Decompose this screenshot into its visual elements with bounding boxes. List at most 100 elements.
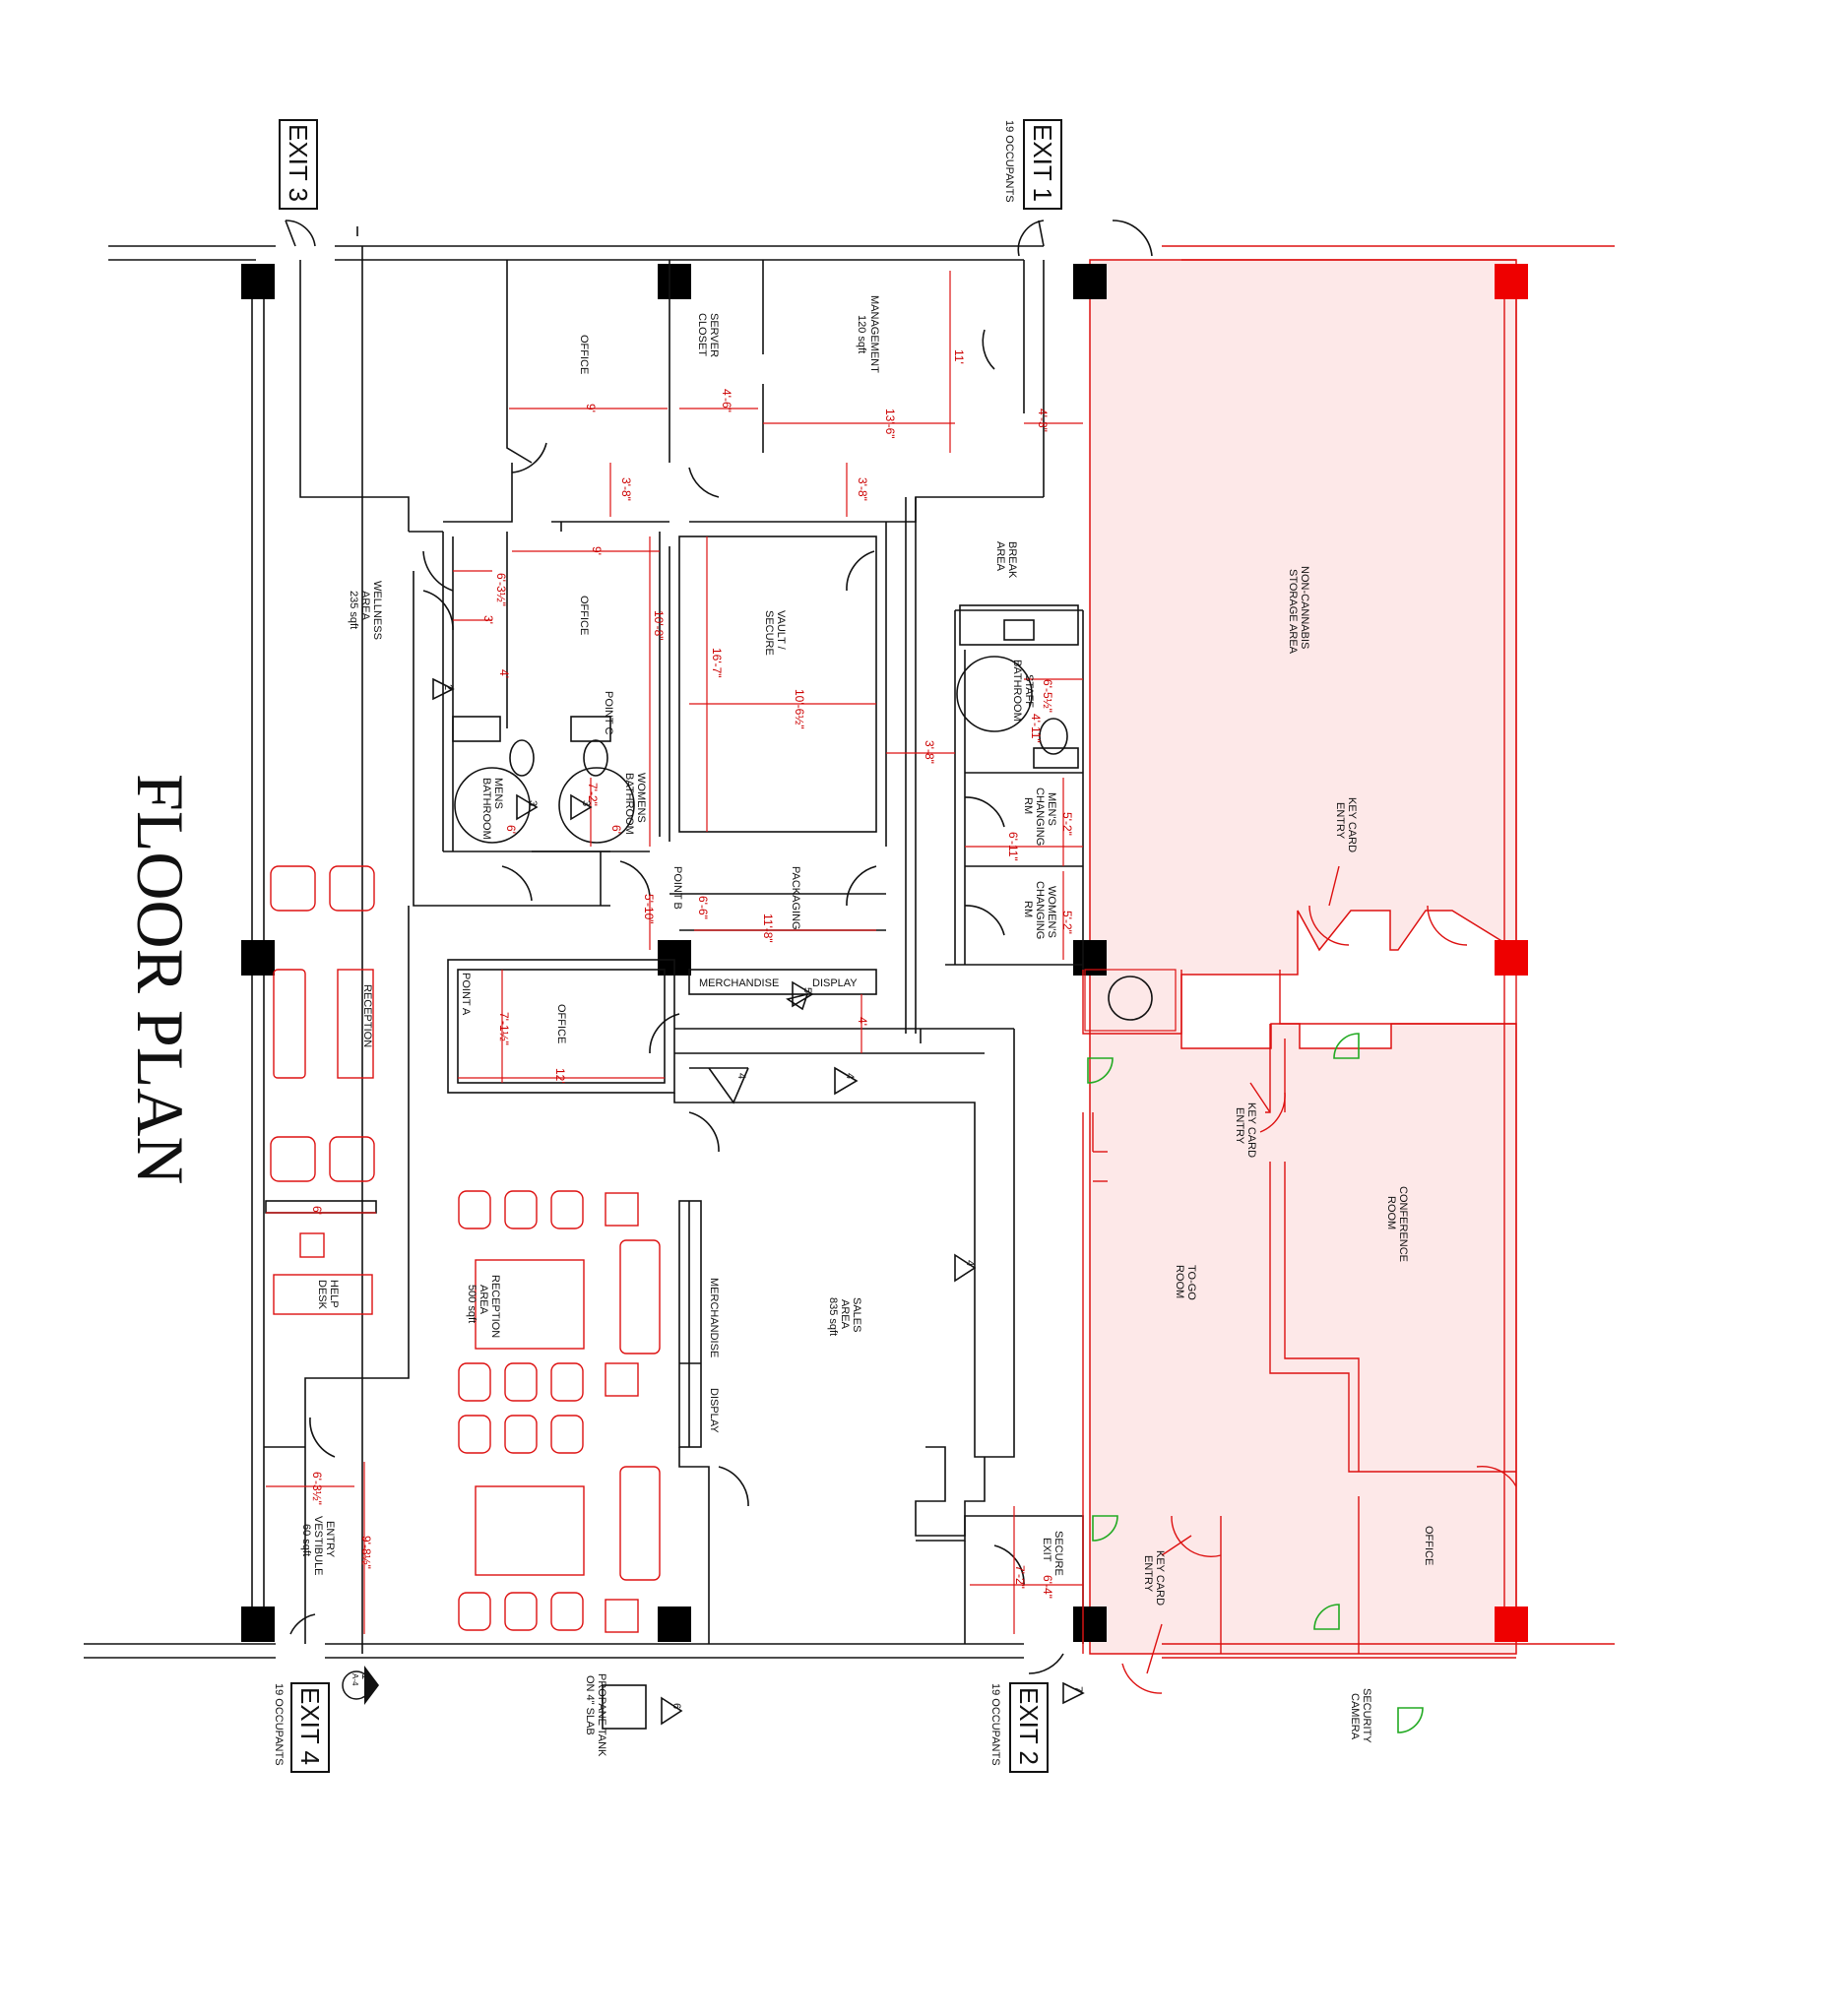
svg-text:3': 3' bbox=[481, 615, 495, 624]
exit-1: EXIT 1 19 OCCUPANTS bbox=[1003, 119, 1062, 210]
office-top-label: OFFICE bbox=[578, 335, 590, 374]
svg-text:6: 6 bbox=[670, 1703, 682, 1709]
svg-text:235 sqft: 235 sqft bbox=[348, 591, 359, 629]
svg-text:4'-3": 4'-3" bbox=[1036, 409, 1050, 432]
svg-text:MEN'S: MEN'S bbox=[1046, 792, 1057, 826]
svg-text:3: 3 bbox=[527, 800, 539, 806]
svg-text:BATHROOM: BATHROOM bbox=[1011, 660, 1023, 722]
svg-text:CHANGING: CHANGING bbox=[1034, 788, 1046, 846]
svg-text:WOMEN'S: WOMEN'S bbox=[1046, 886, 1057, 938]
svg-text:AREA: AREA bbox=[994, 541, 1006, 572]
svg-text:7'-2": 7'-2" bbox=[586, 783, 600, 806]
svg-text:KEY CARD: KEY CARD bbox=[1154, 1550, 1166, 1606]
exit-2: EXIT 2 19 OCCUPANTS bbox=[989, 1682, 1049, 1773]
room-labels: OFFICE SERVER CLOSET MANAGEMENT 120 sqft… bbox=[300, 295, 1434, 1757]
section-marker-icon bbox=[342, 1666, 379, 1705]
merchandise-display-top bbox=[688, 969, 877, 995]
svg-text:KEY CARD: KEY CARD bbox=[1346, 797, 1358, 852]
svg-text:HELP: HELP bbox=[328, 1280, 340, 1308]
svg-text:SECURITY: SECURITY bbox=[1361, 1688, 1372, 1743]
svg-text:9': 9' bbox=[590, 546, 604, 555]
svg-text:6'-3½": 6'-3½" bbox=[494, 573, 508, 606]
svg-text:3'-8": 3'-8" bbox=[923, 740, 936, 764]
svg-text:11': 11' bbox=[952, 349, 966, 364]
svg-text:13'-6": 13'-6" bbox=[883, 409, 897, 439]
svg-text:6'-11": 6'-11" bbox=[1006, 832, 1020, 861]
svg-text:EXIT 4: EXIT 4 bbox=[295, 1687, 325, 1765]
svg-text:5'-10": 5'-10" bbox=[642, 894, 656, 924]
svg-text:EXIT 2: EXIT 2 bbox=[1014, 1687, 1044, 1765]
propane-tank bbox=[602, 1684, 647, 1730]
svg-text:VAULT /: VAULT / bbox=[775, 610, 787, 651]
svg-text:POINT C: POINT C bbox=[603, 691, 614, 734]
svg-text:MENS: MENS bbox=[492, 778, 504, 809]
merchandise-display-side bbox=[678, 1200, 702, 1448]
svg-text:MERCHANDISE: MERCHANDISE bbox=[708, 1278, 720, 1357]
svg-text:OFFICE: OFFICE bbox=[1423, 1526, 1434, 1565]
svg-text:NON-CANNABIS: NON-CANNABIS bbox=[1299, 566, 1310, 649]
svg-text:KEY CARD: KEY CARD bbox=[1245, 1102, 1257, 1158]
svg-text:ENTRY: ENTRY bbox=[1334, 802, 1346, 840]
svg-text:MANAGEMENT: MANAGEMENT bbox=[868, 295, 880, 373]
dimension-lines bbox=[266, 271, 1083, 1634]
svg-text:EXIT: EXIT bbox=[1041, 1538, 1052, 1562]
svg-text:4: 4 bbox=[735, 1073, 747, 1079]
svg-text:AREA: AREA bbox=[839, 1299, 851, 1330]
svg-text:6': 6' bbox=[310, 1206, 324, 1215]
svg-text:EXIT 1: EXIT 1 bbox=[1028, 124, 1057, 202]
svg-text:5: 5 bbox=[801, 987, 813, 993]
reception-seating bbox=[458, 1190, 661, 1633]
security-camera-icon bbox=[1087, 1033, 1424, 1733]
svg-text:10'-8": 10'-8" bbox=[652, 610, 666, 641]
svg-text:BREAK: BREAK bbox=[1006, 541, 1018, 579]
svg-text:ROOM: ROOM bbox=[1385, 1196, 1397, 1229]
svg-text:4': 4' bbox=[497, 669, 511, 678]
office-left-room bbox=[447, 959, 675, 1094]
svg-text:OFFICE: OFFICE bbox=[578, 596, 590, 635]
svg-text:OFFICE: OFFICE bbox=[555, 1004, 567, 1043]
svg-text:STORAGE AREA: STORAGE AREA bbox=[1287, 569, 1299, 655]
svg-text:3'-8": 3'-8" bbox=[856, 477, 869, 501]
svg-text:SECURE: SECURE bbox=[763, 610, 775, 656]
svg-text:19 OCCUPANTS: 19 OCCUPANTS bbox=[989, 1683, 1001, 1766]
doors bbox=[285, 220, 1153, 1674]
svg-text:EXIT 3: EXIT 3 bbox=[284, 124, 313, 202]
svg-text:6': 6' bbox=[504, 825, 518, 834]
svg-text:SALES: SALES bbox=[851, 1297, 862, 1332]
svg-text:120 sqft: 120 sqft bbox=[856, 315, 867, 353]
svg-text:5'-2": 5'-2" bbox=[1060, 812, 1074, 836]
svg-text:RM: RM bbox=[1022, 797, 1034, 814]
svg-text:2: 2 bbox=[442, 684, 454, 690]
svg-text:ON 4" SLAB: ON 4" SLAB bbox=[584, 1675, 596, 1735]
svg-text:6'-5½": 6'-5½" bbox=[1041, 679, 1054, 713]
lounge-chairs bbox=[270, 865, 375, 1315]
svg-text:DISPLAY: DISPLAY bbox=[812, 977, 858, 989]
svg-text:4: 4 bbox=[844, 1073, 856, 1079]
svg-text:BATHROOM: BATHROOM bbox=[480, 778, 492, 840]
svg-text:7: 7 bbox=[1072, 1686, 1084, 1692]
svg-text:CONFERENCE: CONFERENCE bbox=[1397, 1186, 1409, 1262]
svg-text:RECEPTION: RECEPTION bbox=[361, 984, 373, 1047]
svg-text:WELLNESS: WELLNESS bbox=[371, 581, 383, 640]
svg-text:6'-6": 6'-6" bbox=[696, 896, 710, 919]
svg-text:6': 6' bbox=[609, 825, 623, 834]
svg-text:ENTRY: ENTRY bbox=[1234, 1107, 1245, 1145]
svg-text:CHANGING: CHANGING bbox=[1034, 881, 1046, 939]
svg-text:SECURE: SECURE bbox=[1052, 1531, 1064, 1576]
dimension-labels: 9' 4'-6" 13'-6" 11' 4'-3" 3'-8" 3'-8" 9'… bbox=[310, 349, 1074, 1599]
svg-text:9': 9' bbox=[584, 404, 598, 412]
svg-text:7'-1½": 7'-1½" bbox=[497, 1012, 511, 1045]
svg-text:4'-6": 4'-6" bbox=[720, 389, 733, 412]
svg-text:STAFF: STAFF bbox=[1023, 674, 1035, 708]
svg-text:ROOM: ROOM bbox=[1174, 1265, 1185, 1298]
svg-text:3: 3 bbox=[580, 800, 592, 806]
svg-text:MERCHANDISE: MERCHANDISE bbox=[699, 977, 779, 989]
svg-text:A-4: A-4 bbox=[350, 1673, 359, 1686]
column bbox=[241, 264, 275, 299]
svg-text:AREA: AREA bbox=[359, 591, 371, 621]
red-zone bbox=[1089, 259, 1517, 1655]
svg-text:TO-GO: TO-GO bbox=[1185, 1265, 1197, 1300]
vault-inner bbox=[678, 536, 877, 833]
svg-text:PACKAGING: PACKAGING bbox=[790, 866, 801, 930]
